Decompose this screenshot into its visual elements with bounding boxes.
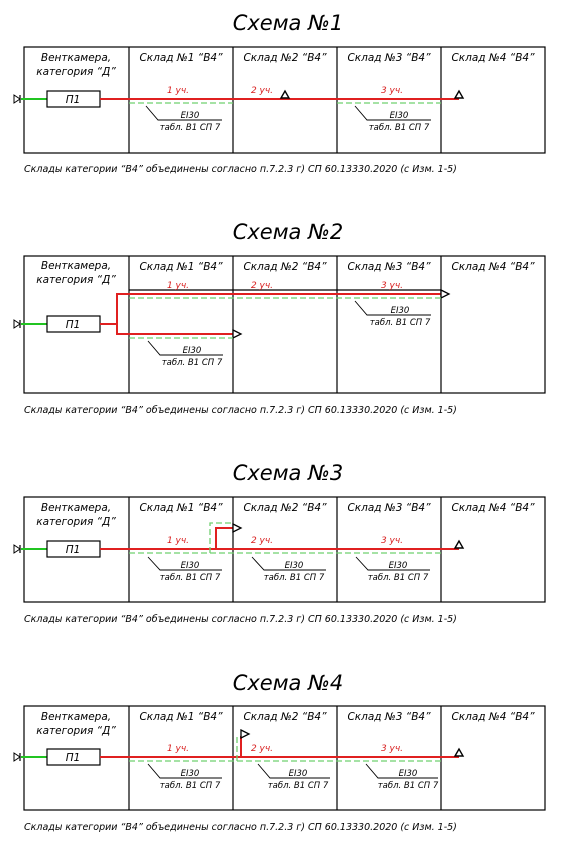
segment-label: 2 уч. [251, 281, 273, 291]
leader-line [145, 105, 222, 121]
scheme-2: Схема №2 Венткамера, категория “Д” Склад… [13, 220, 546, 416]
ventchamber-label: Венткамера, [41, 502, 111, 514]
table-ref-label: табл. В1 СП 7 [264, 573, 325, 583]
scheme-note: Склады категории “В4” объединены согласн… [24, 405, 457, 416]
fire-rating-label: EI30 [181, 561, 200, 571]
intake-grille-icon [13, 752, 21, 762]
segment-label: 3 уч. [381, 281, 403, 291]
leader-line [365, 763, 438, 779]
scheme-note: Склады категории “В4” объединены согласн… [24, 614, 457, 625]
table-ref-label: табл. В1 СП 7 [268, 781, 329, 791]
table-ref-label: табл. В1 СП 7 [369, 123, 430, 133]
leader-line [354, 300, 431, 316]
room-label: Склад №3 “В4” [347, 261, 431, 273]
unit-label: П1 [66, 94, 81, 106]
unit-label: П1 [66, 319, 81, 331]
fire-rating-label: EI30 [389, 561, 408, 571]
scheme-title: Схема №3 [233, 461, 344, 485]
table-ref-label: табл. В1 СП 7 [368, 573, 429, 583]
air-outlet-icon [453, 747, 465, 757]
table-ref-label: табл. В1 СП 7 [160, 123, 221, 133]
room-label: Склад №1 “В4” [139, 711, 223, 723]
ventchamber-category: категория “Д” [36, 725, 116, 737]
ventchamber-label: Венткамера, [41, 52, 111, 64]
segment-label: 1 уч. [167, 744, 189, 754]
room-label: Склад №1 “В4” [139, 502, 223, 514]
scheme-3: Схема №3 Венткамера, категория “Д” Склад… [13, 461, 546, 625]
ventchamber-category: категория “Д” [36, 274, 116, 286]
segment-label: 2 уч. [251, 744, 273, 754]
ventchamber-category: категория “Д” [36, 516, 116, 528]
leader-line [147, 340, 223, 356]
unit-label: П1 [66, 544, 81, 556]
leader-line [147, 763, 222, 779]
scheme-title: Схема №4 [233, 671, 344, 695]
room-label: Склад №2 “В4” [243, 711, 327, 723]
scheme-4: Схема №4 Венткамера, категория “Д” Склад… [13, 671, 546, 833]
room-label: Склад №2 “В4” [243, 502, 327, 514]
fireproofing-line [209, 522, 233, 553]
fire-rating-label: EI30 [399, 769, 418, 779]
room-label: Склад №4 “В4” [451, 52, 535, 64]
scheme-title: Схема №2 [233, 220, 344, 244]
room-label: Склад №1 “В4” [139, 261, 223, 273]
fire-rating-label: EI30 [390, 111, 409, 121]
air-outlet-icon [279, 89, 291, 99]
room-label: Склад №3 “В4” [347, 711, 431, 723]
table-ref-label: табл. В1 СП 7 [160, 781, 221, 791]
air-outlet-icon [232, 328, 243, 340]
room-label: Склад №4 “В4” [451, 711, 535, 723]
leader-line [354, 105, 431, 121]
fire-rating-label: EI30 [285, 561, 304, 571]
air-outlet-icon [240, 728, 251, 740]
leader-line [147, 556, 222, 571]
fire-rating-label: EI30 [391, 306, 410, 316]
intake-grille-icon [13, 544, 21, 554]
segment-label: 1 уч. [167, 86, 189, 96]
air-outlet-icon [453, 539, 465, 549]
room-label: Склад №1 “В4” [139, 52, 223, 64]
air-outlet-icon [440, 288, 451, 300]
intake-grille-icon [13, 319, 21, 329]
fire-rating-label: EI30 [181, 111, 200, 121]
supply-duct-upper [100, 293, 441, 325]
scheme-note: Склады категории “В4” объединены согласн… [24, 164, 457, 175]
table-ref-label: табл. В1 СП 7 [370, 318, 431, 328]
fire-rating-label: EI30 [181, 769, 200, 779]
room-label: Склад №2 “В4” [243, 52, 327, 64]
table-ref-label: табл. В1 СП 7 [378, 781, 439, 791]
intake-grille-icon [13, 94, 21, 104]
room-label: Склад №2 “В4” [243, 261, 327, 273]
ventchamber-label: Венткамера, [41, 711, 111, 723]
air-outlet-icon [232, 522, 243, 534]
segment-label: 1 уч. [167, 536, 189, 546]
supply-duct-lower [116, 324, 233, 335]
leader-line [257, 763, 330, 779]
fire-rating-label: EI30 [289, 769, 308, 779]
ventchamber-label: Венткамера, [41, 260, 111, 272]
table-ref-label: табл. В1 СП 7 [162, 358, 223, 368]
room-label: Склад №3 “В4” [347, 502, 431, 514]
fire-rating-label: EI30 [183, 346, 202, 356]
table-ref-label: табл. В1 СП 7 [160, 573, 221, 583]
scheme-note: Склады категории “В4” объединены согласн… [24, 822, 457, 833]
ventchamber-category: категория “Д” [36, 66, 116, 78]
segment-label: 2 уч. [251, 536, 273, 546]
air-outlet-icon [453, 89, 465, 99]
unit-label: П1 [66, 752, 81, 764]
leader-line [355, 556, 430, 571]
scheme-1: Схема №1 Венткамера, категория “Д” Склад… [13, 11, 546, 175]
segment-label: 3 уч. [381, 744, 403, 754]
leader-line [251, 556, 326, 571]
scheme-title: Схема №1 [233, 11, 344, 35]
segment-label: 2 уч. [251, 86, 273, 96]
supply-branch [215, 527, 233, 549]
segment-label: 1 уч. [167, 281, 189, 291]
room-label: Склад №4 “В4” [451, 261, 535, 273]
segment-label: 3 уч. [381, 86, 403, 96]
segment-label: 3 уч. [381, 536, 403, 546]
room-label: Склад №4 “В4” [451, 502, 535, 514]
room-label: Склад №3 “В4” [347, 52, 431, 64]
